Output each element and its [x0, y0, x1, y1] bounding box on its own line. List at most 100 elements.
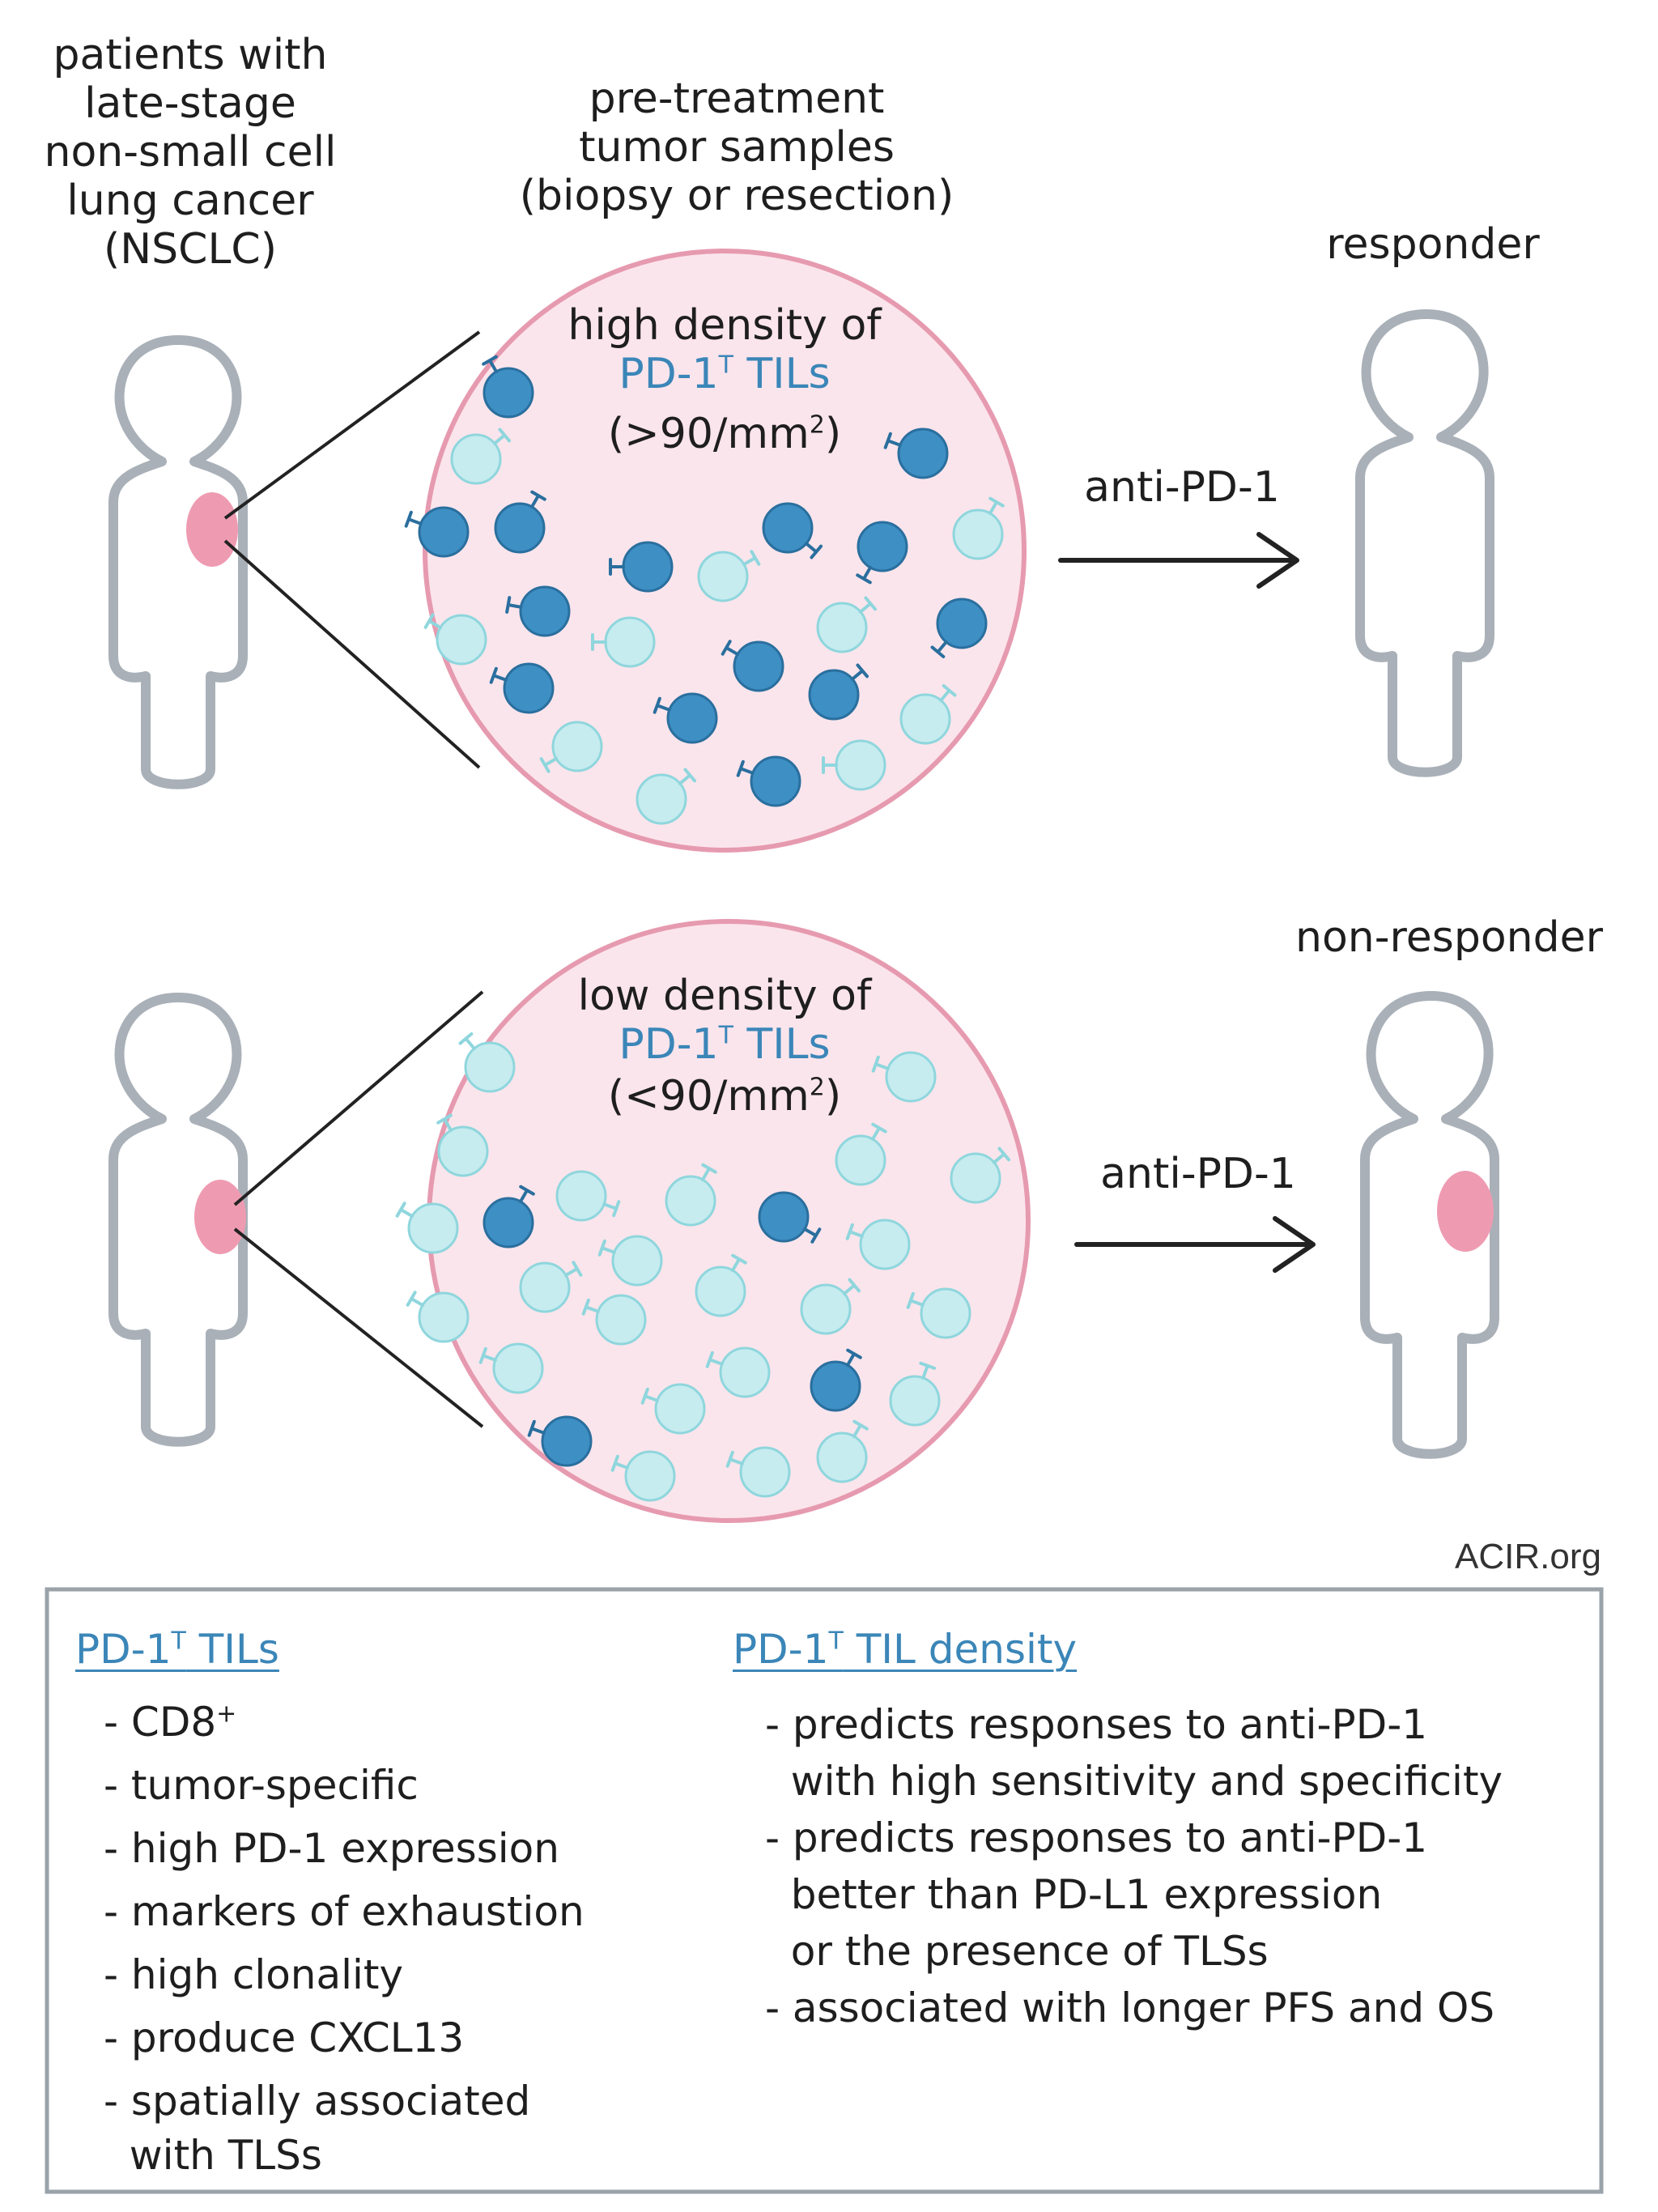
other-t-cell — [640, 1383, 706, 1435]
other-t-cell — [395, 1202, 459, 1254]
pd1-t-cell — [930, 598, 988, 659]
list-item: - markers of exhaustion — [104, 1888, 585, 1935]
tumor-bottom-right — [1437, 1171, 1494, 1252]
tumor-bottom-left — [194, 1180, 246, 1254]
pd1-t-cell — [404, 506, 470, 558]
patient-figure-bottom-left — [108, 993, 248, 1447]
list-item: - tumor-specific — [104, 1762, 419, 1809]
other-t-cell — [519, 1261, 583, 1313]
other-t-cell — [906, 1287, 971, 1339]
pd1-t-cell — [609, 541, 674, 593]
other-t-cell — [695, 1253, 747, 1317]
other-t-cell — [597, 1235, 663, 1287]
other-t-cell — [610, 1450, 676, 1502]
treatment-label-low: anti-PD-1 — [1100, 1150, 1296, 1198]
other-t-cell — [952, 496, 1005, 560]
panel-right-list: - predicts responses to anti-PD-1 with h… — [765, 1696, 1503, 2036]
arrow-high — [1058, 532, 1299, 589]
samples-label: pre-treatment tumor samples (biopsy or r… — [502, 74, 971, 220]
pd1-t-cell — [736, 755, 801, 807]
pd1-t-cell — [505, 585, 571, 637]
other-t-cell — [835, 1122, 887, 1186]
patients-line: non-small cell — [44, 128, 337, 177]
other-t-cell — [539, 721, 603, 773]
density-line: low density of — [577, 972, 872, 1020]
pd1-t-cell — [808, 663, 869, 721]
patient-figure-top-right — [1355, 309, 1494, 777]
other-t-cell — [899, 683, 957, 745]
info-panel — [45, 1587, 1604, 2194]
pd1-t-cell — [810, 1348, 862, 1412]
other-t-cell — [950, 1146, 1011, 1204]
pd1-t-cell — [856, 521, 908, 585]
density-line: high density of — [568, 301, 882, 350]
pd1-t-cell — [758, 1191, 822, 1244]
list-item: or the presence of TLSs — [765, 1928, 1269, 1975]
patient-figure-bottom-right — [1360, 991, 1499, 1459]
panel-left-list: - CD8+ - tumor-specific - high PD-1 expr… — [104, 1691, 585, 2178]
pd1-t-cell — [489, 662, 555, 714]
low-density-label: low density of PD-1T TILs (<90/mm2) — [502, 972, 947, 1121]
other-t-cell — [800, 1278, 861, 1335]
threshold-label: (<90/mm2) — [607, 1072, 842, 1121]
list-item: - spatially associated — [104, 2078, 531, 2125]
other-t-cell — [665, 1163, 717, 1227]
pd1-t-cell — [483, 1185, 535, 1249]
other-t-cell — [725, 1446, 791, 1498]
list-item: - high PD-1 expression — [104, 1825, 559, 1872]
pd1-t-cell — [527, 1415, 593, 1467]
pd1-t-cell — [721, 640, 784, 692]
patients-line: (NSCLC) — [103, 225, 278, 274]
zoom-line — [233, 990, 484, 1206]
other-t-cell — [889, 1361, 941, 1427]
list-item: - predicts responses to anti-PD-1 — [765, 1701, 1428, 1748]
other-t-cell — [822, 739, 886, 791]
panel-left-title: PD-1T TILs — [75, 1626, 279, 1673]
patient-figure-top-left — [108, 335, 248, 789]
samples-line: pre-treatment — [589, 74, 885, 123]
list-item: with high sensitivity and specificity — [765, 1758, 1503, 1805]
other-t-cell — [636, 768, 697, 825]
outcome-label-high: responder — [1326, 220, 1540, 269]
patients-label: patients with late-stage non-small cell … — [32, 31, 348, 274]
other-t-cell — [871, 1051, 937, 1103]
other-t-cell — [845, 1219, 911, 1270]
other-t-cell — [816, 1419, 869, 1483]
patients-line: patients with — [53, 31, 328, 79]
zoom-line — [233, 1227, 484, 1428]
other-t-cell — [581, 1294, 647, 1346]
list-item: with TLSs — [104, 2132, 322, 2179]
other-t-cell — [436, 1113, 489, 1177]
other-t-cell — [423, 613, 487, 666]
pd1-tils-label: PD-1T TILs — [619, 1020, 831, 1069]
other-t-cell — [705, 1346, 771, 1398]
list-item: - predicts responses to anti-PD-1 — [765, 1814, 1428, 1861]
zoom-line — [223, 539, 481, 769]
pd1-tils-label: PD-1T TILs — [619, 350, 831, 398]
other-t-cell — [450, 428, 512, 485]
patients-line: lung cancer — [66, 177, 314, 225]
zoom-line — [223, 330, 481, 520]
other-t-cell — [816, 596, 878, 653]
list-item: - associated with longer PFS and OS — [765, 1984, 1495, 2031]
list-item: - CD8+ — [104, 1699, 237, 1746]
treatment-label-high: anti-PD-1 — [1084, 463, 1280, 512]
pd1-t-cell — [482, 355, 534, 419]
other-t-cell — [697, 550, 761, 602]
threshold-label: (>90/mm2) — [607, 410, 842, 458]
other-t-cell — [591, 616, 656, 668]
list-item: better than PD-L1 expression — [765, 1871, 1383, 1918]
samples-line: tumor samples — [579, 123, 895, 172]
panel-right-title: PD-1T TIL density — [733, 1626, 1078, 1673]
credit-text: ACIR.org — [1455, 1537, 1601, 1576]
outcome-label-low: non-responder — [1295, 913, 1603, 962]
other-t-cell — [555, 1170, 621, 1222]
arrow-low — [1074, 1216, 1316, 1273]
samples-line: (biopsy or resection) — [519, 172, 954, 220]
tumor-sample-circle-high — [423, 249, 1027, 853]
list-item: - produce CXCL13 — [104, 2014, 465, 2061]
patients-line: late-stage — [84, 79, 296, 128]
pd1-t-cell — [494, 490, 546, 554]
